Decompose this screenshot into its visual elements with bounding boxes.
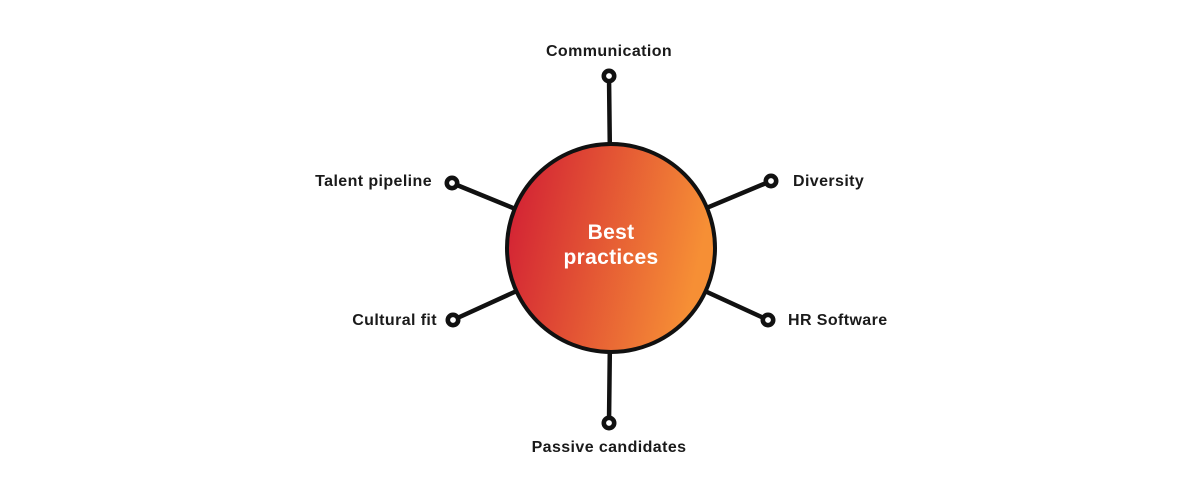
hub-label: Best practices: [563, 221, 659, 269]
hub-circle: [505, 142, 717, 354]
node-ring-bottom-right: [760, 312, 776, 328]
node-label-passive-candidates: Passive candidates: [531, 439, 687, 456]
node-label-cultural-fit: Cultural fit: [352, 312, 437, 329]
node-ring-bottom-left: [445, 312, 461, 328]
node-label-hr-software: HR Software: [788, 312, 888, 329]
node-ring-bottom: [601, 415, 617, 431]
node-label-communication: Communication: [545, 43, 673, 60]
node-label-diversity: Diversity: [793, 173, 865, 190]
node-ring-top: [601, 68, 617, 84]
node-ring-top-left: [444, 175, 460, 191]
node-label-talent-pipeline: Talent pipeline: [315, 173, 432, 190]
node-ring-top-right: [763, 173, 779, 189]
